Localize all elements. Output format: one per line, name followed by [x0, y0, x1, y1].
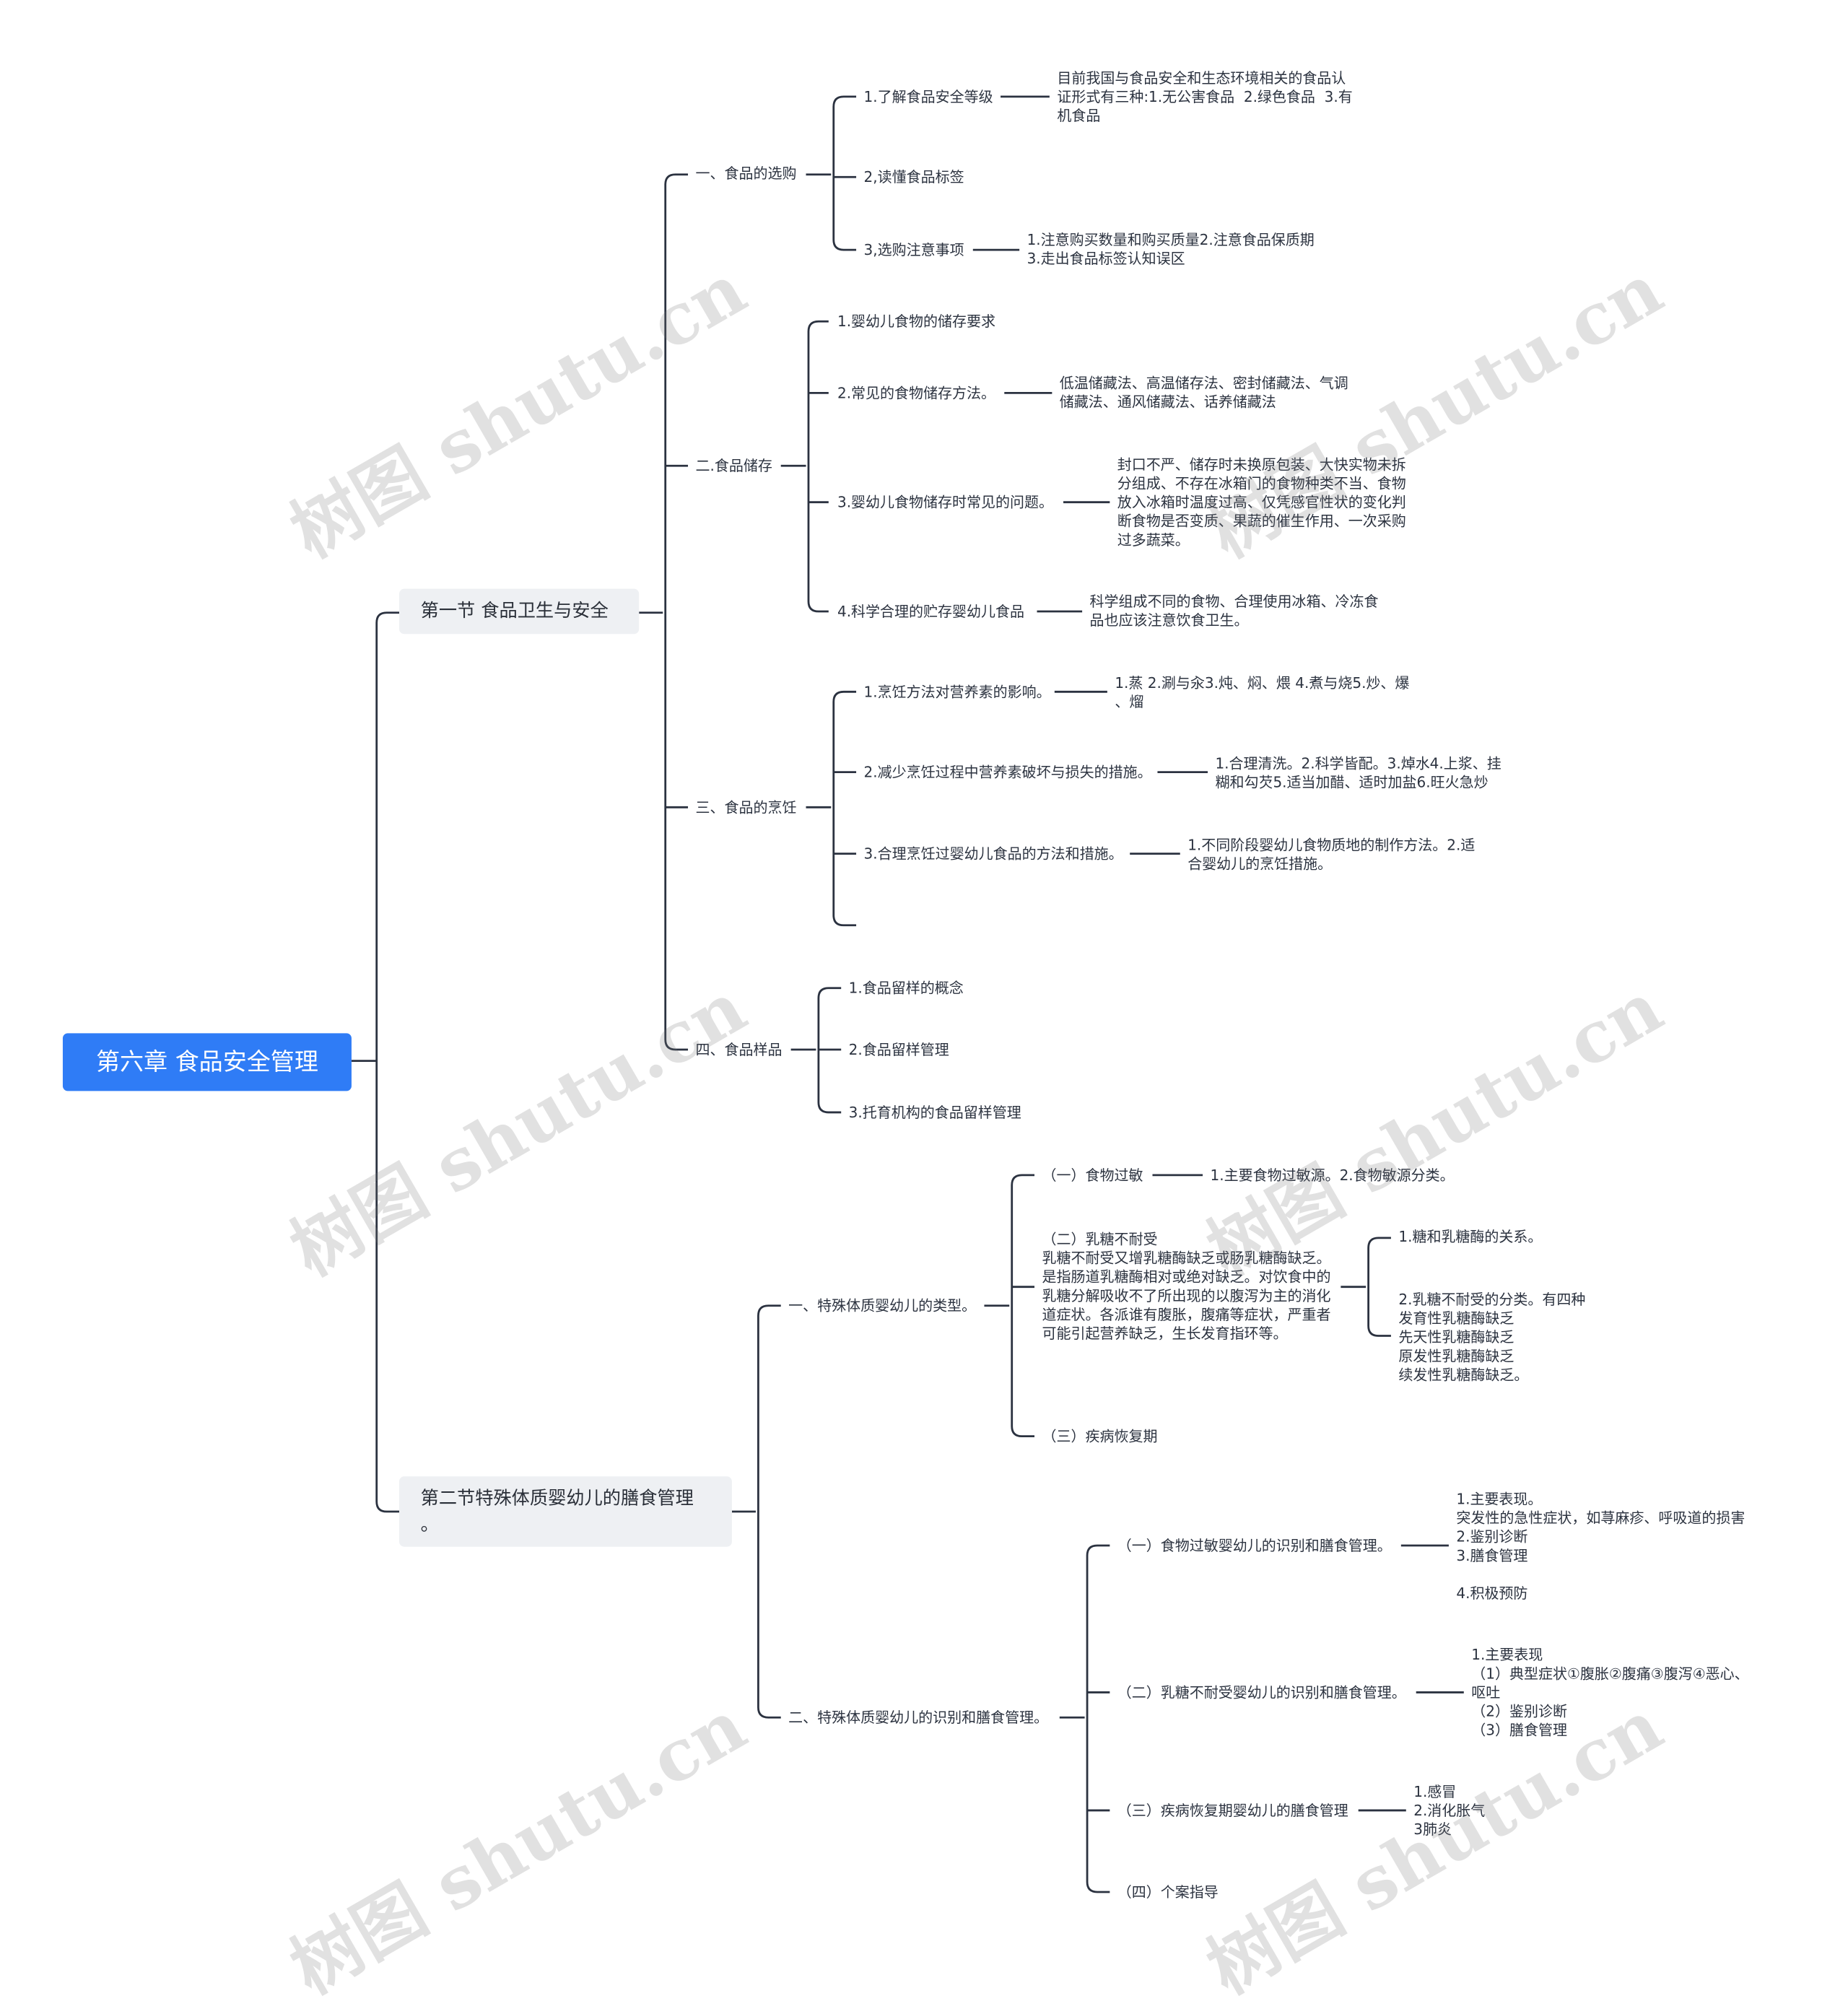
section-2-title-tail: 。 — [420, 1515, 439, 1536]
ident-detail-2: 1.主要表现（1）典型症状①腹胀②腹痛③腹泻④恶心、呕吐（2）鉴别诊断（3）膳食… — [1471, 1646, 1749, 1739]
storage-detail-3: 封口不严、储存时未换原包装、大快实物未拆分组成、不存在冰箱门的食物种类不当、食物… — [1117, 455, 1406, 549]
cooking-item-2[interactable]: 2.减少烹饪过程中营养素破坏与损失的措施。 — [863, 763, 1152, 781]
group-selection[interactable]: 一、食品的选购 — [695, 164, 797, 183]
cooking-detail-3: 1.不同阶段婴幼儿食物质地的制作方法。2.适合婴幼儿的烹饪措施。 — [1187, 836, 1476, 873]
type-lactose-intolerance[interactable]: （二）乳糖不耐受乳糖不耐受又增乳糖酶缺乏或肠乳糖酶缺乏。是指肠道乳糖酶相对或绝对… — [1042, 1230, 1331, 1343]
storage-item-1[interactable]: 1.婴幼儿食物的储存要求 — [837, 313, 996, 331]
ident-item-1[interactable]: （一）食物过敏婴幼儿的识别和膳食管理。 — [1117, 1536, 1392, 1555]
ident-item-2[interactable]: （二）乳糖不耐受婴幼儿的识别和膳食管理。 — [1117, 1683, 1406, 1701]
selection-item-2[interactable]: 2,读懂食品标签 — [863, 168, 964, 186]
group-special-types[interactable]: 一、特殊体质婴幼儿的类型。 — [788, 1296, 977, 1315]
lactose-sub-1[interactable]: 1.糖和乳糖酶的关系。 — [1398, 1227, 1543, 1246]
storage-detail-2: 低温储藏法、高温储存法、密封储藏法、气调储藏法、通风储藏法、话养储藏法 — [1059, 374, 1348, 411]
storage-item-4[interactable]: 4.科学合理的贮存婴幼儿食品 — [837, 602, 1025, 621]
selection-detail-1: 目前我国与食品安全和生态环境相关的食品认证形式有三种:1.无公害食品 2.绿色食… — [1057, 69, 1353, 125]
group-identification[interactable]: 二、特殊体质婴幼儿的识别和膳食管理。 — [788, 1709, 1049, 1727]
food-allergy-detail: 1.主要食物过敏源。2.食物敏源分类。 — [1210, 1166, 1455, 1185]
group-cooking[interactable]: 三、食品的烹饪 — [695, 798, 797, 816]
group-samples[interactable]: 四、食品样品 — [695, 1040, 783, 1059]
type-recovery[interactable]: （三）疾病恢复期 — [1042, 1427, 1158, 1445]
cooking-detail-2: 1.合理清洗。2.科学皆配。3.焯水4.上浆、挂糊和勾芡5.适当加醋、适时加盐6… — [1215, 754, 1502, 791]
samples-item-2[interactable]: 2.食品留样管理 — [848, 1040, 949, 1059]
root-topic[interactable]: 第六章 食品安全管理 — [62, 1033, 352, 1091]
cooking-item-3[interactable]: 3.合理烹饪过婴幼儿食品的方法和措施。 — [863, 845, 1123, 863]
storage-detail-4: 科学组成不同的食物、合理使用冰箱、冷冻食品也应该注意饮食卫生。 — [1089, 592, 1379, 629]
storage-item-2[interactable]: 2.常见的食物储存方法。 — [837, 384, 996, 402]
section-1-topic[interactable]: 第一节 食品卫生与安全 — [399, 588, 640, 635]
group-storage[interactable]: 二.食品储存 — [695, 457, 772, 475]
storage-item-3[interactable]: 3.婴幼儿食物储存时常见的问题。 — [837, 493, 1054, 511]
section-2-topic[interactable]: 第二节特殊体质婴幼儿的膳食管理 。 — [399, 1476, 732, 1547]
type-food-allergy[interactable]: （一）食物过敏 — [1042, 1166, 1143, 1185]
ident-item-4[interactable]: （四）个案指导 — [1117, 1883, 1219, 1901]
cooking-item-1[interactable]: 1.烹饪方法对营养素的影响。 — [863, 683, 1051, 701]
section-2-title: 第二节特殊体质婴幼儿的膳食管理 — [420, 1488, 694, 1509]
ident-item-3[interactable]: （三）疾病恢复期婴幼儿的膳食管理 — [1117, 1801, 1348, 1820]
lactose-sub-2[interactable]: 2.乳糖不耐受的分类。有四种发育性乳糖酶缺乏先天性乳糖酶缺乏原发性乳糖酶缺乏续发… — [1398, 1290, 1586, 1384]
selection-item-3[interactable]: 3,选购注意事项 — [863, 240, 964, 259]
samples-item-1[interactable]: 1.食品留样的概念 — [848, 979, 964, 997]
cooking-detail-1: 1.蒸 2.涮与汆3.炖、焖、煨 4.煮与烧5.炒、爆、熘 — [1115, 673, 1410, 711]
selection-item-1[interactable]: 1.了解食品安全等级 — [863, 87, 993, 106]
samples-item-3[interactable]: 3.托育机构的食品留样管理 — [848, 1103, 1021, 1122]
